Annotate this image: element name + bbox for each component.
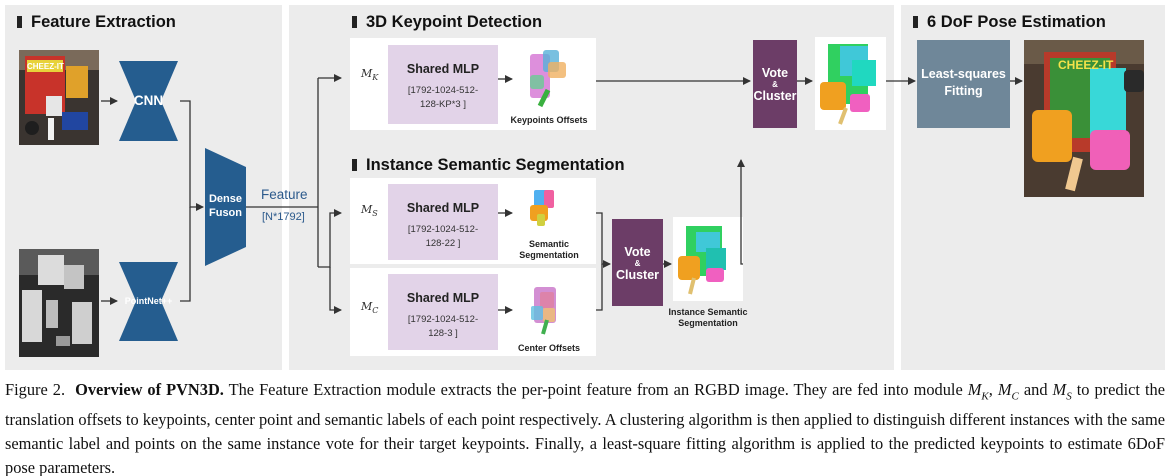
instance-to-top-vote-arrow <box>737 159 745 265</box>
center-offsets-label: Center Offsets <box>517 343 580 353</box>
caption-mk: MK <box>967 380 989 403</box>
caption-part1: The Feature Extraction module extracts t… <box>228 380 963 399</box>
mlp-dims: [1792-1024-512-128-22 ] <box>407 224 479 249</box>
symbol-subscript: C <box>372 306 379 316</box>
caption-and: and <box>1023 380 1048 399</box>
feature-to-center-branch <box>329 267 342 314</box>
seg-to-vote-line <box>596 212 611 268</box>
cnn-label: CNN <box>133 93 164 108</box>
center-module-symbol: MC <box>361 300 378 315</box>
ctr-to-vote-line <box>596 264 603 311</box>
keypoint-offsets-pointcloud <box>530 50 566 108</box>
keypoint-vote-result-pointcloud <box>820 44 876 125</box>
caption-mc-letter: M <box>997 380 1012 399</box>
instance-segmentation-title-text: Instance Semantic Segmentation <box>366 156 625 174</box>
caption-part2: to predict the translation offsets to ke… <box>5 380 1165 476</box>
vote-line: Vote <box>761 66 789 80</box>
mlp-title: Shared MLP <box>406 291 480 305</box>
cluster-line: Cluster <box>615 268 660 282</box>
pointnet-to-fusion-line <box>180 207 191 302</box>
bullet-bar <box>913 16 918 28</box>
dense-fusion-line1: Dense <box>208 193 243 205</box>
lsq-line1: Least-squares <box>921 67 1006 81</box>
pointnet-label: PointNet++ <box>124 296 173 306</box>
caption-sep1: , <box>988 380 993 399</box>
semantic-label-line1: Semantic <box>528 239 570 249</box>
caption-ms-letter: M <box>1052 380 1067 399</box>
instance-segmentation-label: Instance Semantic Segmentation <box>650 307 766 329</box>
symbol-letter: M <box>361 203 373 216</box>
semantic-module-symbol: MS <box>361 203 378 218</box>
caption-mk-letter: M <box>967 380 982 399</box>
pose-estimation-title-text: 6 DoF Pose Estimation <box>927 13 1106 31</box>
symbol-letter: M <box>361 300 373 313</box>
vote-line: Vote <box>624 245 651 259</box>
pose-estimation-title: 6 DoF Pose Estimation <box>913 13 1106 32</box>
cnn-to-fusion-arrow <box>180 100 204 211</box>
figure-label: Figure 2. <box>5 380 66 399</box>
center-offsets-pointcloud <box>531 287 556 335</box>
keypoint-detection-title-text: 3D Keypoint Detection <box>366 13 543 31</box>
caption-ms: MS <box>1052 380 1072 403</box>
feature-label: Feature <box>261 187 308 202</box>
feature-extraction-title: Feature Extraction <box>17 13 176 32</box>
instance-vote-cluster: Vote & Cluster <box>612 219 663 306</box>
semantic-shared-mlp: Shared MLP [1792-1024-512-128-22 ] <box>388 184 498 260</box>
bullet-bar <box>352 16 357 28</box>
caption-mc: MC <box>997 380 1019 403</box>
caption-bold-title: Overview of PVN3D. <box>75 380 224 399</box>
pose-image-label: CHEEZ-IT <box>1058 58 1114 72</box>
center-shared-mlp: Shared MLP [1792-1024-512-128-3 ] <box>388 274 498 350</box>
figure-caption: Figure 2. Overview of PVN3D. The Feature… <box>5 378 1165 476</box>
dense-fusion-label: Dense Fuson <box>205 192 246 220</box>
depth-image <box>19 249 99 357</box>
feature-extraction-title-text: Feature Extraction <box>31 13 176 31</box>
cnn-network <box>119 61 178 141</box>
mlp-title: Shared MLP <box>406 201 480 215</box>
symbol-letter: M <box>361 67 373 80</box>
caption-mc-sub: C <box>1011 390 1019 403</box>
keypoint-shared-mlp: Shared MLP [1792-1024-512-128-KP*3 ] <box>388 45 498 124</box>
cluster-line: Cluster <box>753 89 797 103</box>
dense-fusion-line2: Fuson <box>209 207 242 219</box>
mlp-dims: [1792-1024-512-128-3 ] <box>407 314 479 339</box>
dense-fusion-network <box>205 148 246 266</box>
instance-label-line1: Instance Semantic <box>668 307 748 317</box>
pose-estimation-image <box>1024 40 1144 197</box>
semantic-segmentation-pointcloud <box>530 190 554 226</box>
keypoint-vote-cluster: Vote & Cluster <box>753 40 797 128</box>
mlp-title: Shared MLP <box>406 62 480 76</box>
symbol-subscript: S <box>372 209 378 219</box>
rgb-image <box>19 50 99 145</box>
mlp-dims: [1792-1024-512-128-KP*3 ] <box>407 85 479 110</box>
semantic-segmentation-label: Semantic Segmentation <box>505 239 593 261</box>
instance-label-line2: Segmentation <box>678 318 738 328</box>
amp-symbol: & <box>634 259 641 268</box>
caption-ms-sub: S <box>1066 390 1072 403</box>
least-squares-fitting: Least-squares Fitting <box>917 40 1010 128</box>
keypoint-offsets-label: Keypoints Offsets <box>510 115 588 125</box>
instance-segmentation-title: Instance Semantic Segmentation <box>352 156 625 175</box>
bullet-bar <box>352 159 357 171</box>
bullet-bar <box>17 16 22 28</box>
amp-symbol: & <box>772 80 778 89</box>
pointnet-network <box>119 262 178 341</box>
feature-dims: [N*1792] <box>262 211 305 223</box>
keypoint-detection-title: 3D Keypoint Detection <box>352 13 542 32</box>
symbol-subscript: K <box>372 73 379 83</box>
semantic-label-line2: Segmentation <box>519 250 579 260</box>
caption-mk-sub: K <box>981 390 989 403</box>
instance-segmentation-pointcloud <box>678 226 726 295</box>
rgb-image-label: CHEEZ-IT <box>27 62 64 71</box>
feature-to-seg-branch <box>318 209 342 268</box>
keypoint-module-symbol: MK <box>361 67 378 82</box>
lsq-line2: Fitting <box>944 84 983 98</box>
